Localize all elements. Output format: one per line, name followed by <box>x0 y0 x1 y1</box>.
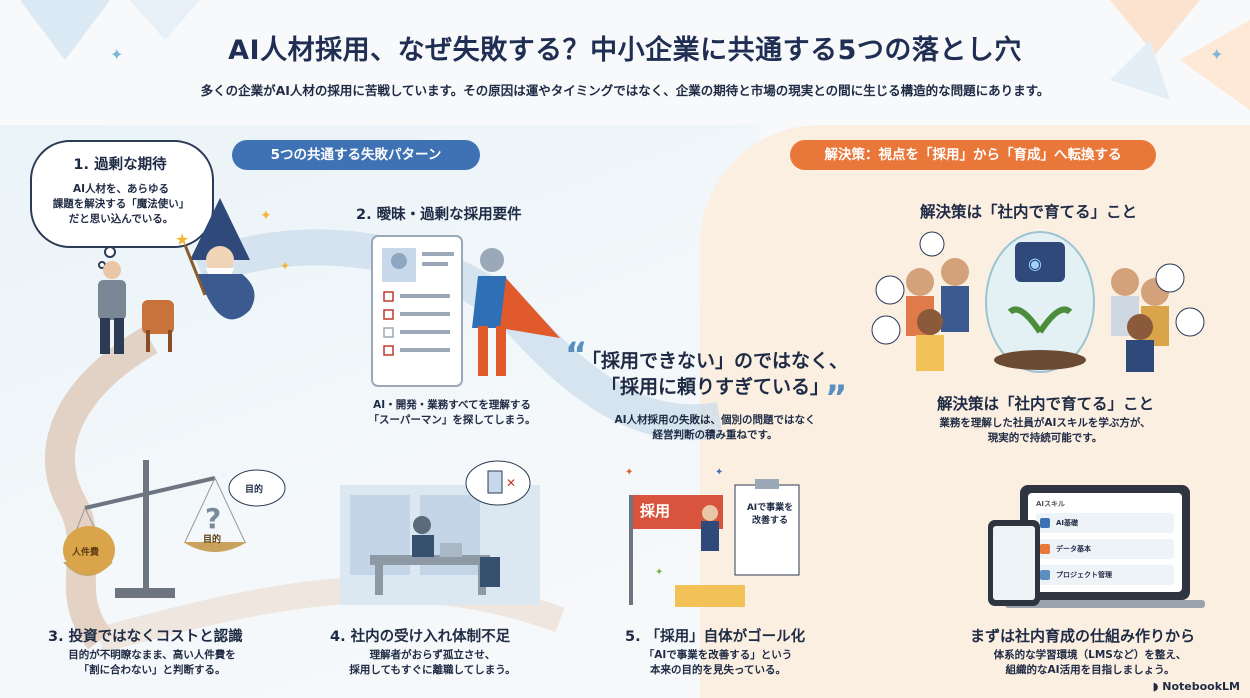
lms-item-pm-label: プロジェクト管理 <box>1056 571 1112 579</box>
page-subtitle: 多くの企業がAI人材の採用に苦戦しています。その原因は運やタイミングではなく、企… <box>200 83 1050 98</box>
svg-text:✕: ✕ <box>506 476 516 490</box>
solution-bottom-heading: まずは社内育成の仕組み作りから <box>970 627 1196 645</box>
lms-screen-header: AIスキル <box>1036 500 1066 508</box>
solution-bottom-body-line1: 体系的な学習環境（LMSなど）を整え、 <box>993 649 1187 661</box>
solution-top-heading: 解決策は「社内で育てる」こと <box>920 203 1138 221</box>
solution-bottom-body: 体系的な学習環境（LMSなど）を整え、 組織的なAI活用を目指しましょう。 <box>975 648 1205 678</box>
open-quote-icon: “ <box>565 335 588 375</box>
brand-label: NotebookLM <box>1162 680 1240 693</box>
svg-text:✦: ✦ <box>260 208 272 224</box>
item2-body: AI・開発・業務すべてを理解する 「スーパーマン」を探してしまう。 <box>352 398 552 428</box>
quote-body-line1: AI人材採用の失敗は、個別の問題ではなく <box>614 414 816 426</box>
clipboard-line1: AIで事業を <box>746 503 794 513</box>
item4-body-line1: 理解者がおらず孤立させ、 <box>369 649 496 661</box>
item1-title: 1. 過剰な期待 <box>73 157 167 173</box>
item3-body-line1: 目的が不明瞭なまま、高い人件費を <box>68 649 236 661</box>
office-illustration: ✕ <box>340 460 540 605</box>
lms-item-pm-icon <box>1040 570 1050 580</box>
lms-item-data-label: データ基本 <box>1056 545 1091 553</box>
item5-body-line2: 本来の目的を見失っている。 <box>650 664 786 676</box>
lms-item-data: データ基本 <box>1036 539 1174 559</box>
close-quote-icon: ” <box>825 378 848 418</box>
team-growth-illustration: ◉ <box>871 231 1205 373</box>
svg-text:✦: ✦ <box>280 259 290 273</box>
scale-goal-tag: 目的 <box>245 485 264 495</box>
scale-goal-label: 目的 <box>203 535 222 545</box>
thought-bubble <box>30 140 214 248</box>
svg-text:✦: ✦ <box>655 567 663 578</box>
solution-mid-body-line1: 業務を理解した社員がAIスキルを学ぶ方が、 <box>939 417 1151 429</box>
item3-title: 3. 投資ではなくコストと認識 <box>48 629 243 645</box>
item1-body-line3: だと思い込んでいる。 <box>68 213 174 225</box>
lms-item-ai-basic: AI基礎 <box>1036 513 1174 533</box>
item2-body-line2: 「スーパーマン」を探してしまう。 <box>368 414 536 426</box>
item3-body-line2: 「割に合わない」と判断する。 <box>78 664 226 676</box>
quote-block: 「採用できない」のではなく、 「採用に頼りすぎている」 <box>580 348 850 400</box>
item4-title: 4. 社内の受け入れ体制不足 <box>330 629 511 645</box>
item5-body-line1: 「AIで事業を改善する」という <box>643 649 793 661</box>
superhero-illustration <box>371 235 560 387</box>
item2-body-line1: AI・開発・業務すべてを理解する <box>373 399 531 411</box>
clipboard-line2: 改善する <box>751 516 788 526</box>
item1-body: AI人材を、あらゆる 課題を解決する「魔法使い」 だと思い込んでいる。 <box>36 182 206 227</box>
item1-body-line1: AI人材を、あらゆる <box>72 183 170 195</box>
flag-label: 採用 <box>640 502 671 520</box>
quote-body: AI人材採用の失敗は、個別の問題ではなく 経営判断の積み重ねです。 <box>595 413 835 443</box>
item3-body: 目的が不明瞭なまま、高い人件費を 「割に合わない」と判断する。 <box>42 648 262 678</box>
svg-text:★: ★ <box>175 230 189 249</box>
svg-text:✦: ✦ <box>625 467 633 478</box>
lms-item-data-icon <box>1040 544 1050 554</box>
lms-item-ai-basic-label: AI基礎 <box>1056 519 1079 527</box>
item5-title: 5. 「採用」自体がゴール化 <box>625 629 806 645</box>
svg-text:✦: ✦ <box>110 45 123 64</box>
quote-line2: 「採用に頼りすぎている」 <box>600 376 829 398</box>
solution-mid-body-line2: 現実的で持続可能です。 <box>987 432 1103 444</box>
scale-cost-label: 人件費 <box>72 548 100 558</box>
tablet-device <box>988 520 1040 606</box>
solution-mid-heading: 解決策は「社内で育てる」こと <box>937 395 1155 413</box>
item5-body: 「AIで事業を改善する」という 本来の目的を見失っている。 <box>618 648 818 678</box>
lms-item-ai-basic-icon <box>1040 518 1050 528</box>
tablet-screen <box>993 526 1035 600</box>
notebooklm-icon: ◗ <box>1152 680 1163 693</box>
failure-patterns-label: 5つの共通する失敗パターン <box>232 140 480 170</box>
decorative-triangles: ✦ ✦ <box>20 0 1250 110</box>
wizard-illustration: ★ ✦ ✦ <box>98 198 290 354</box>
svg-text:✦: ✦ <box>1210 45 1223 64</box>
svg-text:?: ? <box>205 502 221 535</box>
page-title: AI人材採用、なぜ失敗する？中小企業に共通する5つの落とし穴 <box>228 35 1022 66</box>
item2-title: 2. 曖昧・過剰な採用要件 <box>356 207 522 223</box>
laptop-base <box>1005 600 1205 608</box>
svg-text:◉: ◉ <box>1028 254 1042 273</box>
item1-body-line2: 課題を解決する「魔法使い」 <box>52 198 190 210</box>
svg-text:✦: ✦ <box>715 467 723 478</box>
item4-body-line2: 採用してもすぐに離職してしまう。 <box>349 664 516 676</box>
solution-mid-body: 業務を理解した社員がAIスキルを学ぶ方が、 現実的で持続可能です。 <box>915 416 1175 446</box>
lms-item-pm: プロジェクト管理 <box>1036 565 1174 585</box>
quote-line1: 「採用できない」のではなく、 <box>581 350 848 372</box>
clipboard-text: AIで事業を 改善する <box>740 500 800 526</box>
lms-screen: AIスキル AI基礎 データ基本 プロジェクト管理 <box>1028 493 1182 592</box>
notebooklm-logo: ◗ NotebookLM <box>1153 680 1240 693</box>
solution-bottom-body-line2: 組織的なAI活用を目指しましょう。 <box>1005 664 1175 676</box>
scale-illustration: ? <box>63 460 286 598</box>
solution-label: 解決策：視点を「採用」から「育成」へ転換する <box>790 140 1156 170</box>
goal-illustration: ✦ ✦ ✦ <box>625 467 800 607</box>
item4-body: 理解者がおらず孤立させ、 採用してもすぐに離職してしまう。 <box>330 648 535 678</box>
quote-body-line2: 経営判断の積み重ねです。 <box>652 429 778 441</box>
